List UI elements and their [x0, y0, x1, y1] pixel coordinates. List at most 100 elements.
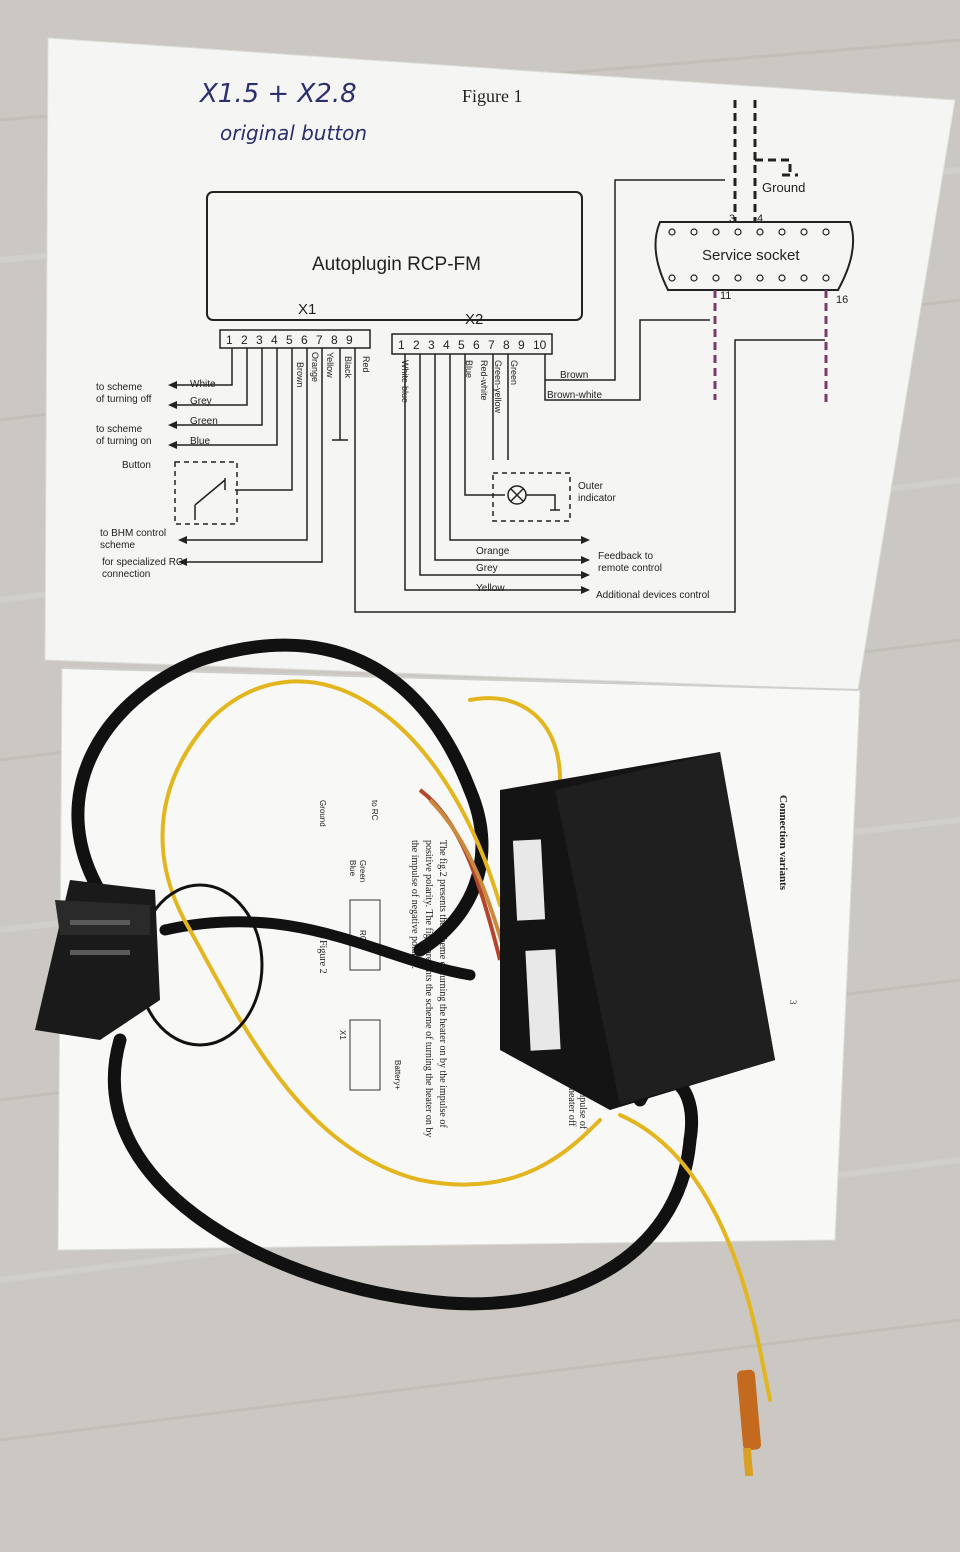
socket-pin-bottom: [734, 274, 742, 282]
figure-2-caption: Figure 2: [317, 940, 328, 974]
x1-wire-red: Red: [361, 356, 371, 373]
service-socket-label: Service socket: [702, 247, 800, 264]
wire-green: Green: [190, 416, 218, 427]
x2-wire-green-yellow: Green-yellow: [493, 360, 503, 414]
arrow-right: [581, 586, 590, 594]
fig-label-battery: Battery+: [393, 1060, 402, 1090]
module-name: Autoplugin RCP-FM: [312, 254, 481, 275]
paragraph-line: The fig.2 presents the scheme of turning…: [437, 840, 448, 1128]
wire-orange-bottom: Orange: [476, 546, 510, 557]
x2-pin-6: 6: [473, 338, 480, 352]
label-turning-on-2: of turning on: [96, 436, 152, 447]
x2-pin-4: 4: [443, 338, 450, 352]
x1-pin-7: 7: [316, 333, 323, 347]
wire-brown: Brown: [560, 370, 588, 381]
socket-pin-bottom: [712, 274, 720, 282]
arrow-left: [168, 441, 177, 449]
x1-wire-black: Black: [343, 356, 353, 379]
fig-label-green: Green: [358, 860, 367, 882]
socket-pin-top: [756, 228, 764, 236]
socket-pin-bottom: [778, 274, 786, 282]
x1-pin-1: 1: [226, 333, 233, 347]
label-turning-off-2: of turning off: [96, 394, 152, 405]
socket-pin-16: 16: [836, 294, 848, 306]
label-outer-indicator-2: indicator: [578, 493, 616, 504]
x2-pin-7: 7: [488, 338, 495, 352]
socket-pin-4: 4: [757, 213, 763, 225]
socket-pin-top: [690, 228, 698, 236]
arrow-left: [178, 558, 187, 566]
wire-grey-bottom: Grey: [476, 563, 498, 574]
paragraph-line: the impulse of negative polarity.: [409, 840, 420, 969]
socket-pin-bottom: [800, 274, 808, 282]
x2-pin-1: 1: [398, 338, 405, 352]
x1-connector: [219, 329, 371, 349]
obd-connector: [35, 880, 264, 1047]
socket-pin-top: [822, 228, 830, 236]
label-bhm-1: to BHM control: [100, 528, 166, 539]
arrow-right: [581, 536, 590, 544]
x2-wire-blue: Blue: [464, 360, 474, 378]
lower-page-text: Connection variants 3: [777, 795, 798, 1005]
arrow-left: [168, 381, 177, 389]
x2-pin-10: 10: [533, 338, 547, 352]
socket-pin-3: 3: [729, 213, 735, 225]
x2-label: X2: [465, 311, 483, 328]
wire-yellow-bottom: Yellow: [476, 583, 505, 594]
figure-title: Figure 1: [462, 86, 523, 106]
socket-pin-bottom: [668, 274, 676, 282]
wire-blue: Blue: [190, 436, 210, 447]
socket-pin-bottom: [756, 274, 764, 282]
x1-pin-2: 2: [241, 333, 248, 347]
wire-heatshrink: [736, 1369, 762, 1477]
label-button: Button: [122, 460, 151, 471]
x1-pin-4: 4: [271, 333, 278, 347]
label-turning-off-1: to scheme: [96, 382, 143, 393]
label-bhm-2: scheme: [100, 540, 135, 551]
x2-wire-green: Green: [509, 360, 519, 385]
outer-indicator-box: [492, 472, 571, 522]
socket-pin-top: [734, 228, 742, 236]
arrow-left: [168, 401, 177, 409]
fig-label-to-rc: to RC: [370, 800, 379, 821]
fig-label-ground: Ground: [318, 800, 327, 827]
socket-pin-top: [800, 228, 808, 236]
x1-pin-3: 3: [256, 333, 263, 347]
ground-label: Ground: [762, 180, 805, 195]
socket-pin-top: [712, 228, 720, 236]
x1-wire-yellow: Yellow: [325, 352, 335, 378]
fig-label-x1: X1: [338, 1030, 347, 1040]
x1-pin-9: 9: [346, 333, 353, 347]
x2-pin-9: 9: [518, 338, 525, 352]
arrow-left: [168, 421, 177, 429]
x2-connector: [391, 333, 553, 355]
service-socket: [654, 221, 855, 291]
wire-white: White: [190, 379, 216, 390]
black-cable: [71, 638, 698, 1311]
socket-pin-bottom: [822, 274, 830, 282]
x1-pin-8: 8: [331, 333, 338, 347]
yellow-wire: [160, 679, 772, 1402]
x1-pin-5: 5: [286, 333, 293, 347]
x1-wire-orange: Orange: [310, 352, 320, 382]
arrow-left: [178, 536, 187, 544]
x1-wire-brown: Brown: [295, 362, 305, 388]
arrow-right: [581, 556, 590, 564]
x2-pin-8: 8: [503, 338, 510, 352]
diagram-labels: White Grey Green Blue to scheme of turni…: [96, 352, 709, 601]
socket-pin-11: 11: [720, 290, 731, 302]
label-rc-2: connection: [102, 569, 150, 580]
x2-pin-5: 5: [458, 338, 465, 352]
label-feedback-2: remote control: [598, 563, 662, 574]
x2-pin-3: 3: [428, 338, 435, 352]
paragraph-line: positive polarity. The fig.3 presents th…: [423, 840, 434, 1137]
label-additional: Additional devices control: [596, 590, 709, 601]
page-number: 3: [788, 1000, 798, 1005]
handwritten-note-2: original button: [220, 121, 367, 145]
socket-pin-top: [668, 228, 676, 236]
socket-pin-top: [778, 228, 786, 236]
module-box: [206, 191, 583, 321]
label-rc-1: for specialized RC: [102, 557, 183, 568]
